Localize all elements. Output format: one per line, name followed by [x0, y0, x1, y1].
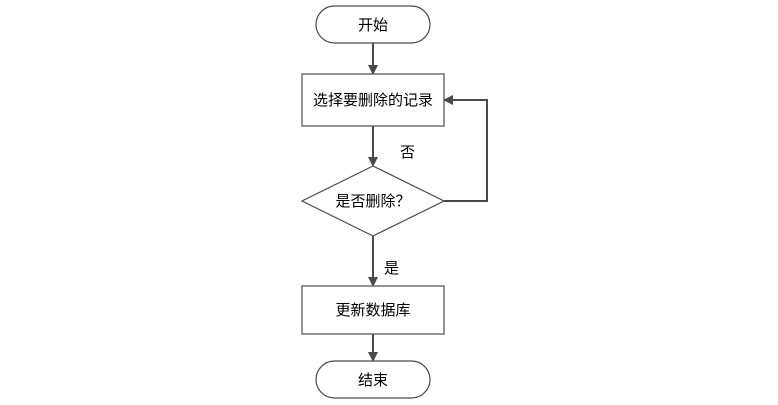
- edge-label-no: 否: [400, 143, 415, 161]
- end-node-shape: [315, 360, 431, 399]
- update-database-shape: [301, 285, 445, 335]
- edge-decision-no-loop: [443, 95, 488, 202]
- end-node-label: 结束: [358, 371, 388, 389]
- select-record-label: 选择要删除的记录: [313, 91, 433, 109]
- select-record-node: 选择要删除的记录: [301, 73, 445, 127]
- select-record-shape: [301, 73, 445, 127]
- edge-label-yes: 是: [384, 259, 399, 277]
- decision-label: 是否删除？: [335, 192, 410, 210]
- decision-node: 是否删除？: [300, 165, 446, 237]
- update-database-node: 更新数据库: [301, 285, 445, 335]
- start-node-label: 开始: [358, 16, 388, 34]
- end-node: 结束: [315, 360, 431, 399]
- start-node: 开始: [315, 5, 431, 44]
- update-database-label: 更新数据库: [335, 301, 410, 319]
